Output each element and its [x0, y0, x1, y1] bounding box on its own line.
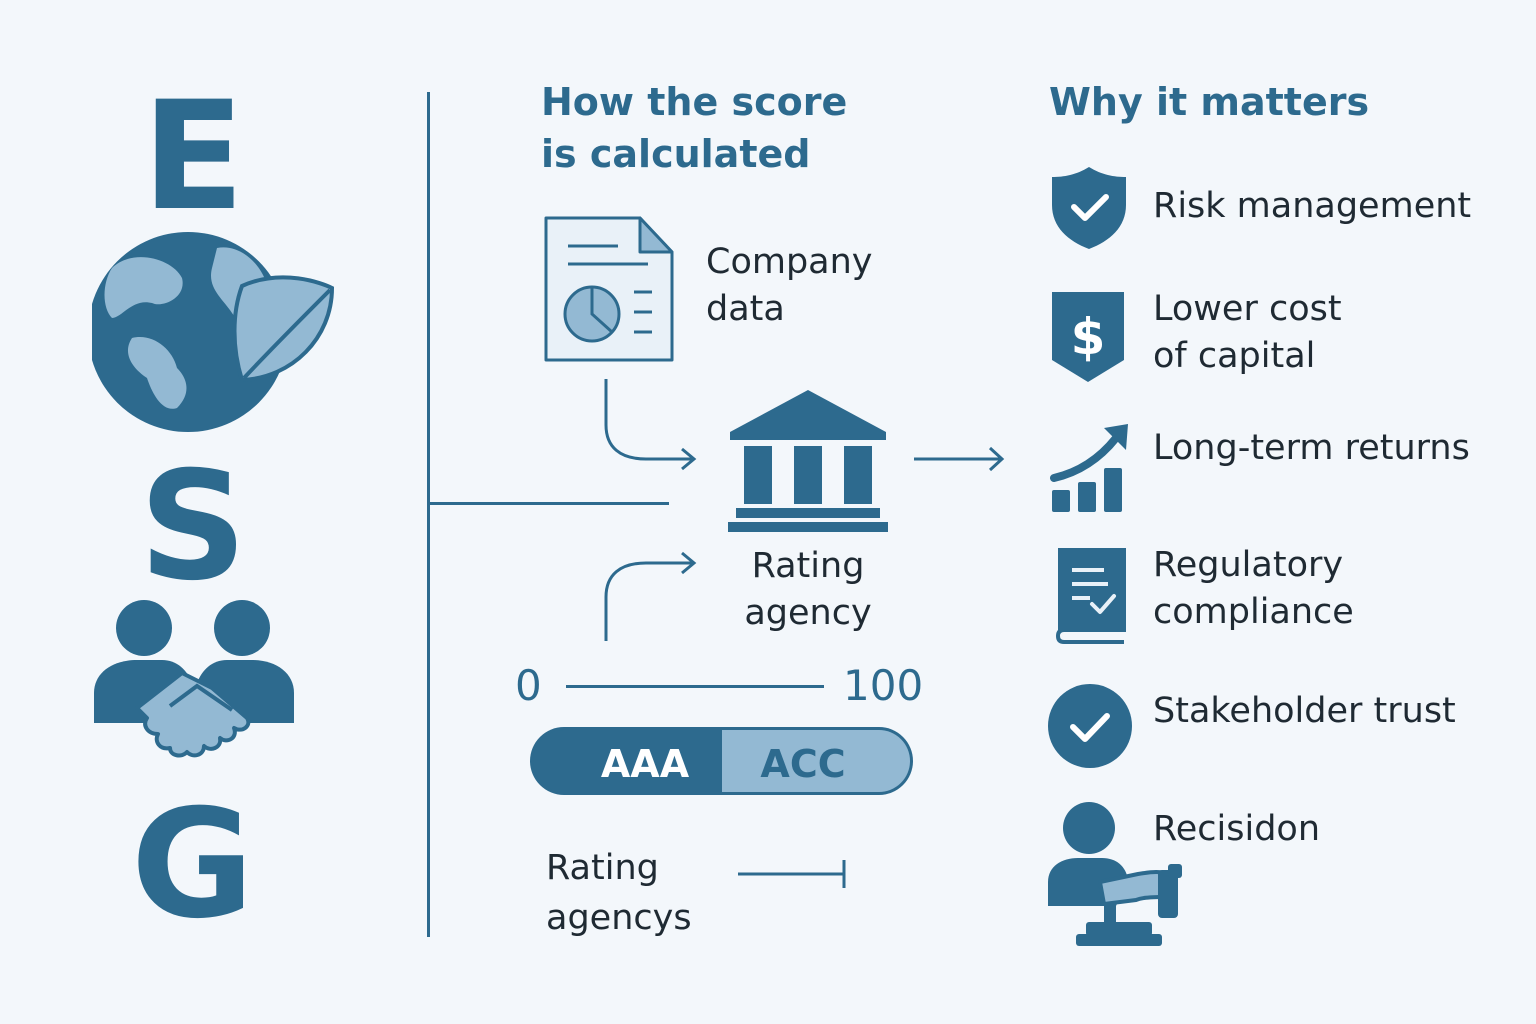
- rating-pill-high: [530, 727, 726, 795]
- benefit-label-long-term-returns-line1: Long-term returns: [1153, 428, 1470, 468]
- person-gavel-icon: [1048, 802, 1182, 946]
- esg-letter-s: S: [138, 440, 248, 614]
- benefit-label-recisidon-line1: Recisidon: [1153, 809, 1321, 849]
- arrow-agency-to-benefits: [914, 446, 1005, 472]
- benefit-label-regulatory-line2: compliance: [1153, 592, 1354, 632]
- esg-letter-g: G: [130, 778, 255, 952]
- benefit-label-risk-management-line1: Risk management: [1153, 186, 1472, 226]
- process-heading-line2: is calculated: [541, 132, 811, 176]
- rating-agency-label-line1: Rating: [751, 546, 865, 586]
- dollar-shield-icon: $: [1052, 292, 1124, 382]
- horizontal-connector: [429, 502, 669, 505]
- scale-min: 0: [515, 661, 542, 710]
- scale-line: [566, 685, 824, 688]
- benefit-label-lower-cost-line2: of capital: [1153, 336, 1316, 376]
- company-data-label-line1: Company: [706, 242, 873, 282]
- benefit-label-regulatory-line1: Regulatory: [1153, 545, 1344, 585]
- company-data-label-line2: data: [706, 289, 785, 329]
- rating-pill-low: [722, 727, 913, 795]
- check-circle-icon: [1048, 684, 1132, 768]
- benefit-label-stakeholder-trust-line1: Stakeholder trust: [1153, 691, 1456, 731]
- shield-check-icon: [1052, 167, 1126, 249]
- svg-text:$: $: [1071, 308, 1106, 366]
- rating-low-label: ACC: [760, 742, 846, 786]
- bank-building-icon: [728, 390, 888, 532]
- bottom-rating-label-line2: agencys: [546, 898, 692, 938]
- process-heading-line1: How the score: [541, 80, 848, 124]
- rating-high-label: AAA: [600, 742, 690, 786]
- report-document-icon: [544, 216, 674, 362]
- compliance-book-icon: [1055, 548, 1126, 644]
- scale-max: 100: [843, 661, 924, 710]
- people-handshake-icon: [94, 600, 294, 758]
- vertical-divider: [427, 92, 430, 937]
- arrow-company-to-agency: [604, 379, 697, 471]
- benefit-label-lower-cost-line1: Lower cost: [1153, 289, 1342, 329]
- benefits-heading: Why it matters: [1049, 80, 1370, 124]
- globe-with-leaf-icon: [92, 232, 335, 432]
- bottom-rating-label-line1: Rating: [546, 848, 659, 888]
- growth-chart-icon: [1050, 424, 1128, 512]
- rating-agency-label-line2: agency: [744, 593, 872, 633]
- bottom-connector-arrow: [738, 860, 846, 888]
- arrow-scale-to-agency: [604, 551, 697, 641]
- esg-letter-e: E: [142, 70, 245, 244]
